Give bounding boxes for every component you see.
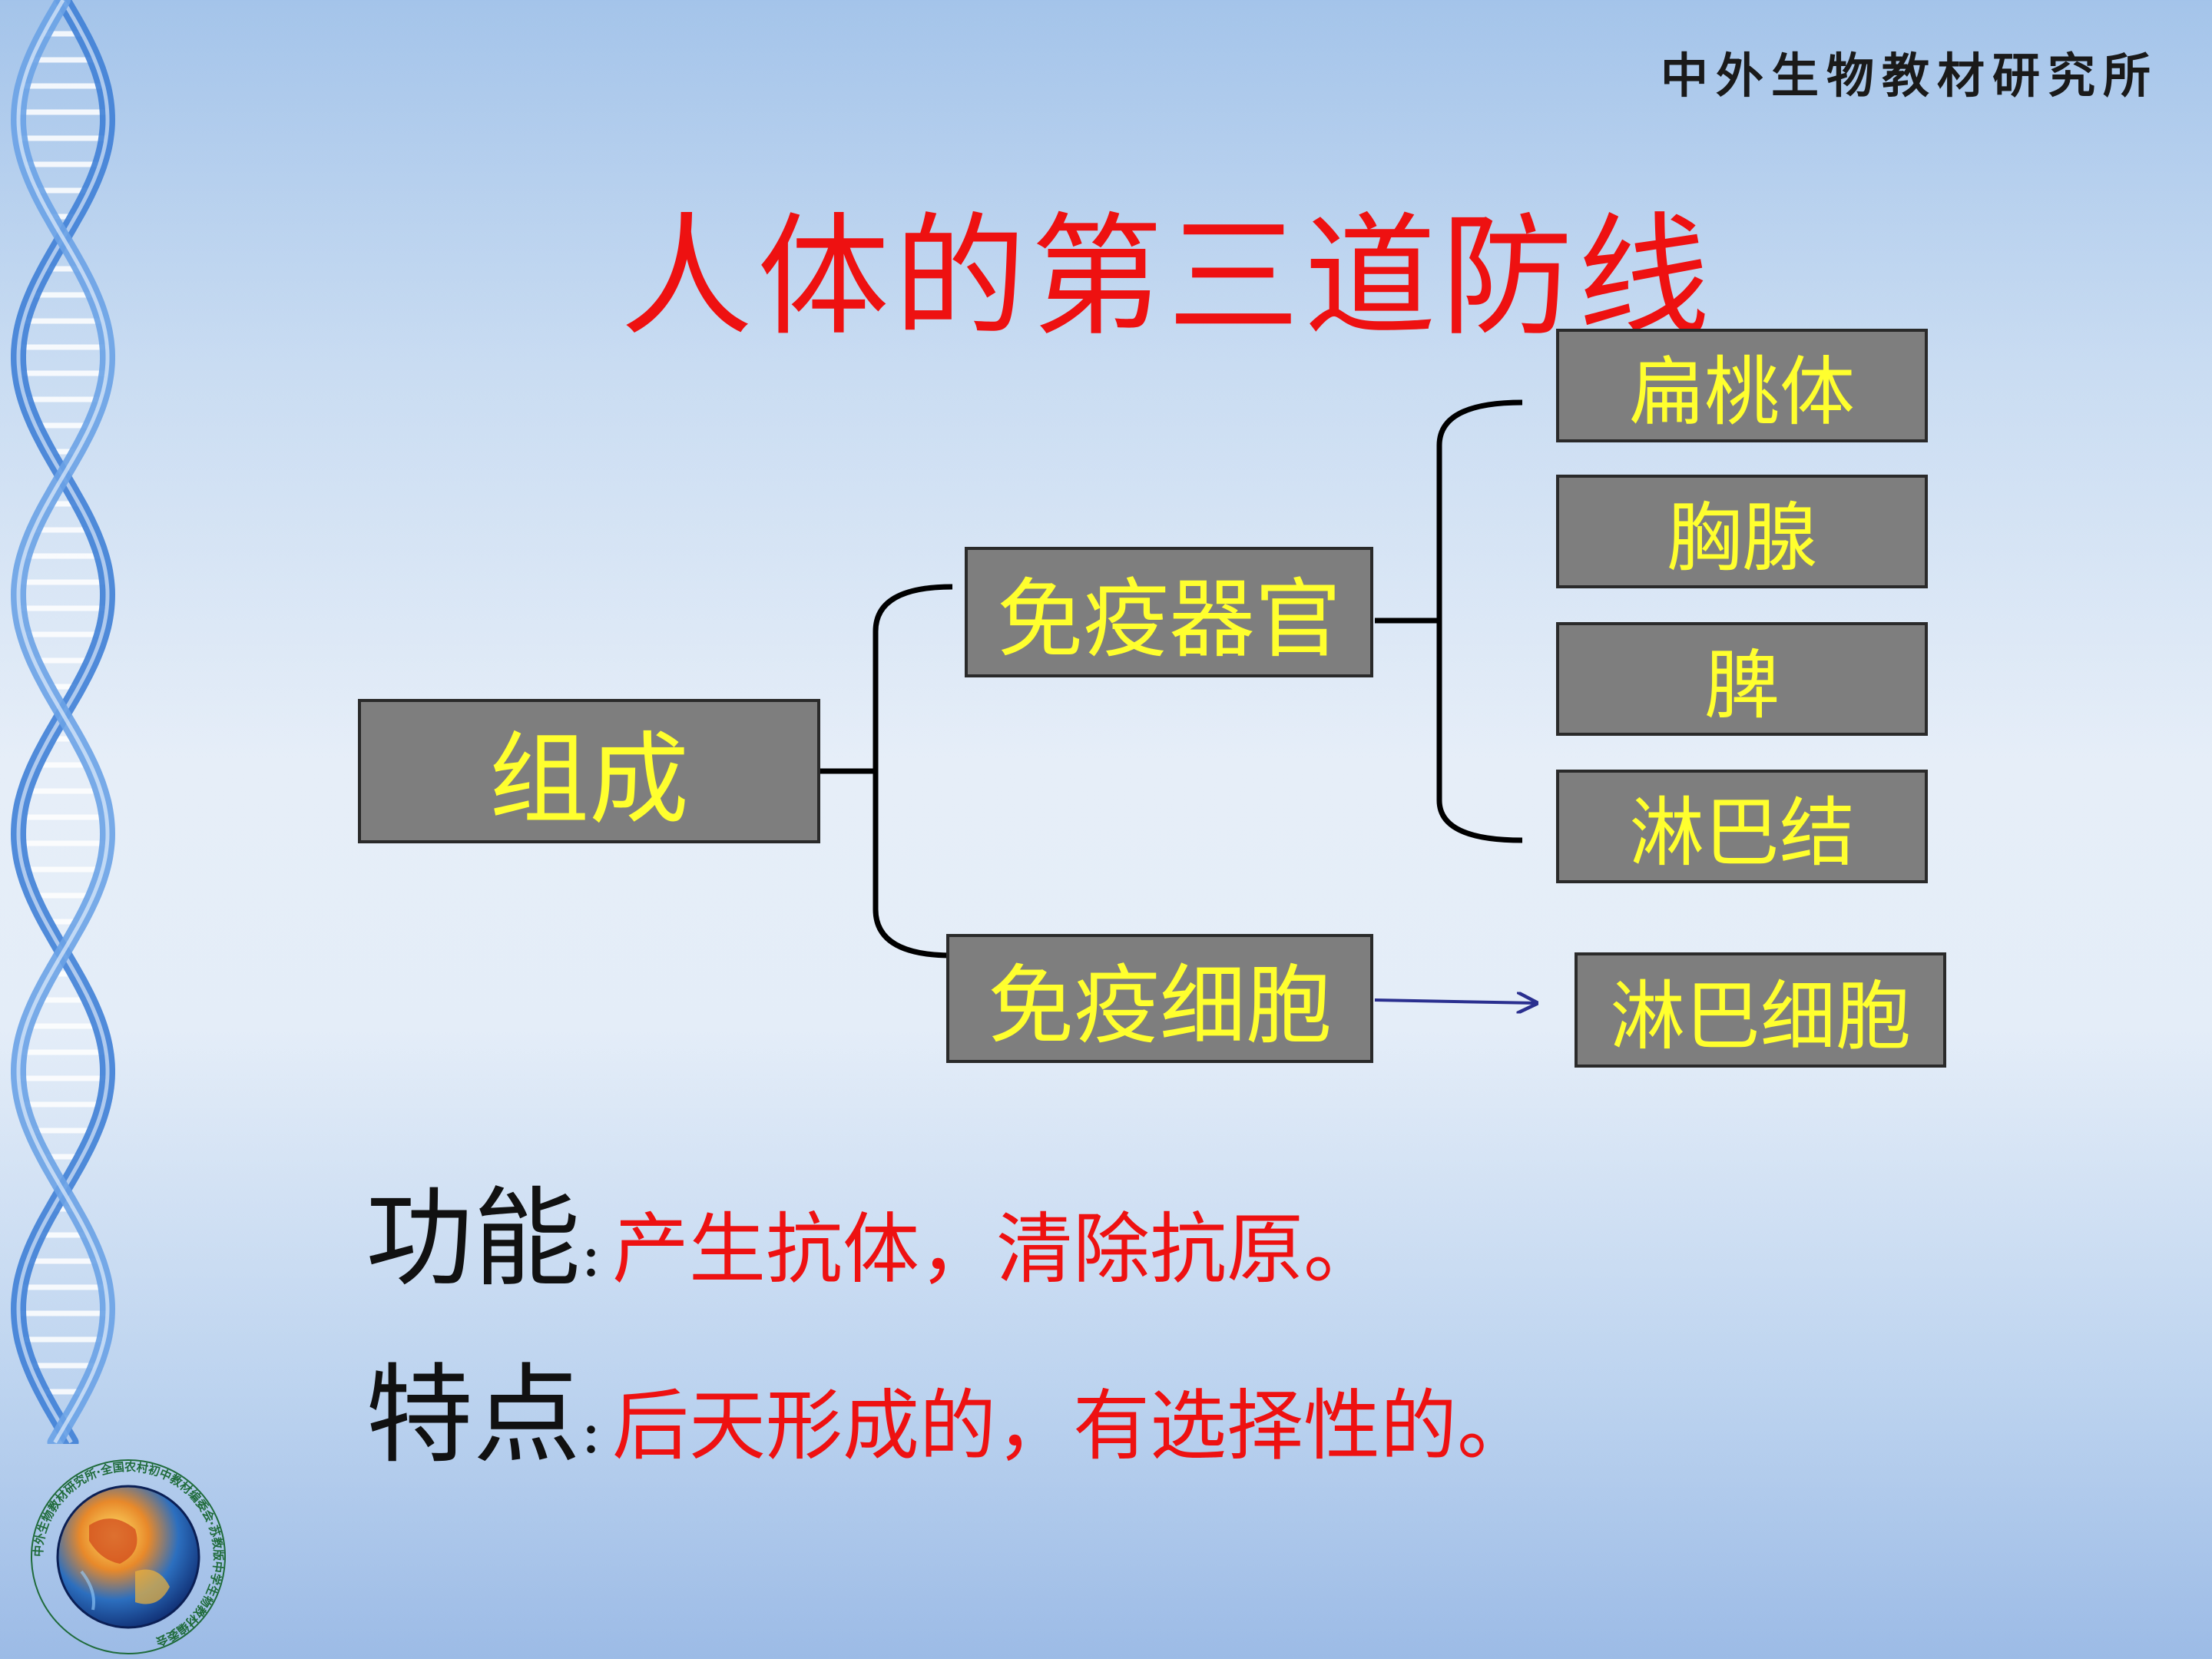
organ-label: 淋巴结 (1628, 790, 1855, 877)
globe-icon: 中外生物教材研究所·全国农村初中教材编委会·苏教版中学生物教材编委会 (31, 1459, 226, 1654)
lymphocyte-label: 淋巴细胞 (1609, 973, 1911, 1061)
feature-row: 特点 : 后天形成的，有选择性的。 (366, 1329, 1534, 1484)
immune-organs-box: 免疫器官 (965, 547, 1373, 677)
function-text: 产生抗体，清除抗原。 (611, 1204, 1380, 1294)
immune-cells-label: 免疫细胞 (988, 956, 1332, 1056)
feature-colon: : (581, 1396, 601, 1467)
slide-title: 人体的第三道防线 (621, 200, 1714, 354)
organ-label: 脾 (1704, 642, 1780, 730)
organ-box-thymus: 胸腺 (1556, 475, 1928, 588)
organ-box-tonsil: 扁桃体 (1556, 329, 1928, 442)
lymphocyte-box: 淋巴细胞 (1575, 952, 1946, 1068)
feature-label: 特点 (366, 1353, 581, 1479)
organ-box-lymph-node: 淋巴结 (1556, 770, 1928, 883)
organ-label: 扁桃体 (1628, 349, 1855, 436)
immune-organs-label: 免疫器官 (997, 570, 1341, 670)
function-colon: : (581, 1219, 601, 1290)
root-box: 组成 (358, 699, 820, 843)
function-row: 功能 : 产生抗体，清除抗原。 (366, 1152, 1380, 1307)
feature-text: 后天形成的，有选择性的。 (611, 1381, 1534, 1471)
organ-label: 胸腺 (1666, 495, 1817, 582)
organs-bracket (1375, 399, 1523, 843)
root-bracket (820, 584, 953, 959)
immune-cells-box: 免疫细胞 (946, 934, 1373, 1063)
cells-arrow (1374, 1000, 1536, 1003)
dna-helix-decoration (10, 0, 116, 1444)
root-label: 组成 (488, 721, 689, 838)
function-label: 功能 (366, 1177, 581, 1302)
organ-box-spleen: 脾 (1556, 622, 1928, 736)
publisher-name: 中外生物教材研究所 (1660, 48, 2158, 104)
